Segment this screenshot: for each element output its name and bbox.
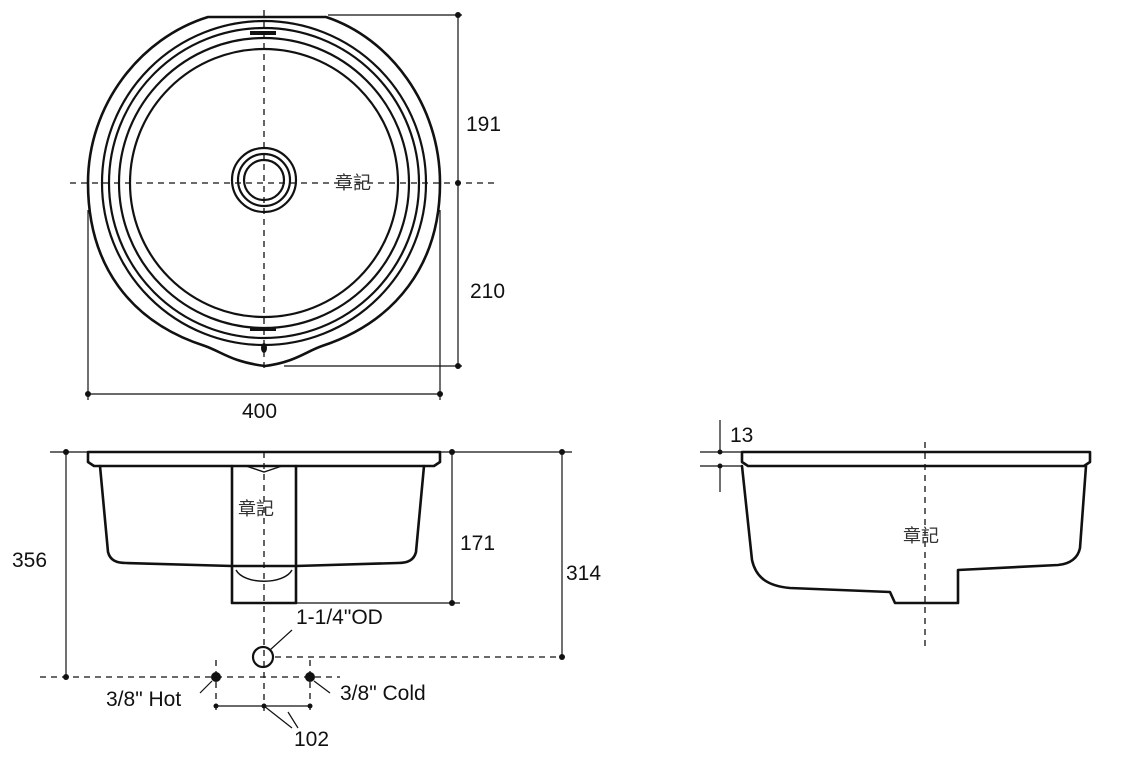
dim-point [449, 600, 455, 606]
dim-210-label: 210 [470, 280, 505, 303]
dim-point [437, 391, 443, 397]
hot-label: 3/8" Hot [106, 688, 181, 711]
dim-point [559, 449, 565, 455]
side-view-bowl [740, 464, 1088, 605]
dim-point [449, 449, 455, 455]
overflow-slot-top [250, 31, 276, 35]
side-view: 13 章記 [700, 420, 1092, 650]
stamp-front-view: 章記 [238, 499, 274, 520]
dim-400-label: 400 [242, 400, 277, 423]
hot-leader [199, 680, 213, 694]
dim-point [63, 674, 69, 680]
dim-102-label: 102 [294, 728, 329, 751]
faucet-hole [261, 343, 267, 353]
dim-point [717, 463, 723, 469]
dim-point [307, 703, 313, 709]
dim-171-label: 171 [460, 532, 495, 555]
dim-point [63, 449, 69, 455]
dim-13-label: 13 [730, 424, 753, 447]
dim-356-label: 356 [12, 549, 47, 572]
drain-leader [269, 629, 293, 651]
front-view-drain-top [245, 465, 283, 473]
stamp-top-view: 章記 [335, 173, 371, 194]
side-view-rim [740, 450, 1092, 468]
dim-point [455, 180, 461, 186]
front-view-drain-body [230, 464, 298, 605]
dim-point [717, 449, 723, 455]
stamp-side-view: 章記 [903, 526, 939, 547]
front-view-drain-curve [235, 569, 293, 582]
cold-label: 3/8" Cold [340, 682, 426, 705]
top-view-outer-rim [86, 15, 442, 368]
drain-pipe [251, 645, 275, 669]
drain-od-label: 1-1/4"OD [296, 606, 383, 629]
dim-point [213, 703, 219, 709]
cold-leader [313, 680, 331, 694]
overflow-slot-bottom [250, 327, 276, 331]
dim-point [85, 391, 91, 397]
dim-314-label: 314 [566, 562, 601, 585]
dim-102-leader-2 [287, 711, 299, 729]
top-view: 191 210 400 章記 [70, 10, 505, 423]
dim-102-leader-1 [263, 705, 293, 729]
dim-point [455, 363, 461, 369]
front-view: 1-1/4"OD 3/8" Hot 3/8" Cold 102 356 171 [12, 449, 601, 751]
dim-point [559, 654, 565, 660]
dim-point [455, 12, 461, 18]
dim-191-label: 191 [466, 113, 501, 136]
